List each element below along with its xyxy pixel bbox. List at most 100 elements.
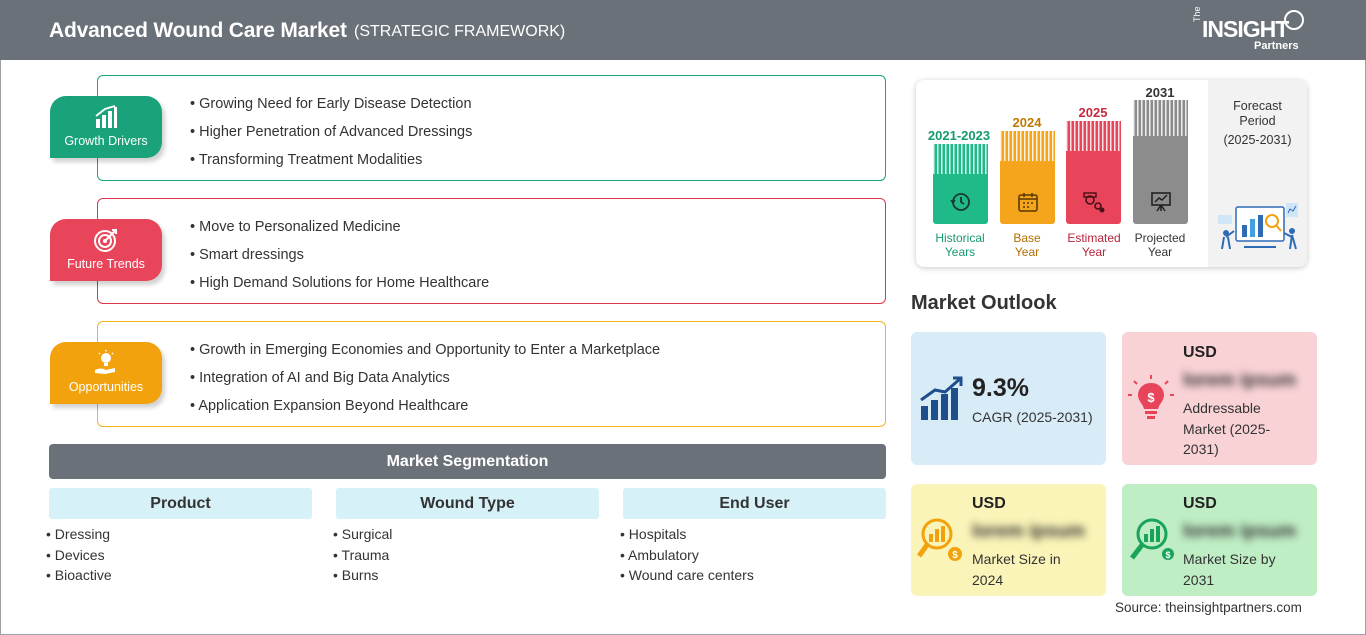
bar-historical <box>933 144 988 224</box>
list-item: Surgical <box>333 525 393 546</box>
year-estimated: 2025 <box>1078 105 1108 120</box>
opportunities-panel: Growth in Emerging Economies and Opportu… <box>97 321 886 427</box>
seg-head-product: Product <box>49 488 312 519</box>
forecast-label: Forecast Period <box>1208 99 1307 129</box>
market-outlook-title: Market Outlook <box>911 292 1057 314</box>
list-item: Higher Penetration of Advanced Dressings <box>190 123 472 151</box>
caption-line: Estimated <box>1067 231 1121 245</box>
analytics-illustration-icon <box>1218 203 1298 250</box>
caption-projected: Projected Year <box>1120 231 1200 259</box>
list-item: Application Expansion Beyond Healthcare <box>190 397 660 425</box>
caption-line: Historical <box>935 231 985 245</box>
svg-text:$: $ <box>1165 550 1170 560</box>
seg-head-end-user: End User <box>623 488 886 519</box>
addressable-market-card: USD lorem ipsum $ Addressable Market (20… <box>1122 332 1317 465</box>
cagr-card: 9.3% CAGR (2025-2031) <box>911 332 1106 465</box>
bar-growth-icon <box>95 105 117 128</box>
caption-line: Base <box>1013 231 1041 245</box>
forecast-label-text: Forecast Period <box>1233 99 1282 128</box>
size2031-label: Market Size by 2031 <box>1183 551 1276 588</box>
timeline-card: 2021-2023 Historical Years 2024 Base Yea… <box>916 80 1307 267</box>
list-item: Hospitals <box>620 525 754 546</box>
market-segmentation-bar: Market Segmentation <box>49 444 886 479</box>
bar-stripes <box>1066 121 1121 151</box>
cagr-value: 9.3% <box>972 374 1029 402</box>
bar-base <box>1000 131 1055 224</box>
list-item: Trauma <box>333 546 392 567</box>
growth-drivers-badge: Growth Drivers <box>50 96 162 158</box>
logo-the: The <box>1192 6 1202 22</box>
growth-chart-icon <box>920 376 963 420</box>
caption-base: Base Year <box>987 231 1067 259</box>
addressable-usd: USD <box>1183 344 1217 361</box>
source-text: Source: theinsightpartners.com <box>1115 600 1302 615</box>
presentation-icon <box>1151 192 1171 212</box>
list-item: Devices <box>46 546 112 567</box>
market-size-2031-card: USD lorem ipsum $ Market Size by 2031 <box>1122 484 1317 596</box>
logo-ring-icon <box>1284 10 1304 30</box>
size2031-value: lorem ipsum <box>1183 521 1296 542</box>
addressable-value: lorem ipsum <box>1183 370 1296 391</box>
page-title: Advanced Wound Care Market <box>49 19 347 42</box>
list-item: Growing Need for Early Disease Detection <box>190 95 472 123</box>
forecast-range: (2025-2031) <box>1223 133 1292 147</box>
idea-hand-icon <box>95 350 115 374</box>
size2024-value: lorem ipsum <box>972 521 1085 542</box>
list-item: Dressing <box>46 525 112 546</box>
year-base: 2024 <box>1012 115 1042 130</box>
list-item: Transforming Treatment Modalities <box>190 151 472 179</box>
list-item: Ambulatory <box>620 546 754 567</box>
seg-list-end-user: Hospitals Ambulatory Wound care centers <box>620 525 754 587</box>
list-item: High Demand Solutions for Home Healthcar… <box>190 274 489 302</box>
future-trends-badge: Future Trends <box>50 219 162 281</box>
size2031-usd: USD <box>1183 495 1217 512</box>
list-item: Integration of AI and Big Data Analytics <box>190 369 660 397</box>
magnifier-chart-icon: $ <box>917 518 962 561</box>
gears-icon <box>1083 192 1105 213</box>
list-item: Smart dressings <box>190 246 489 274</box>
caption-estimated: Estimated Year <box>1054 231 1134 259</box>
seg-head-wound-type: Wound Type <box>336 488 599 519</box>
opportunities-label: Opportunities <box>68 380 144 394</box>
lightbulb-dollar-icon: $ <box>1128 375 1174 419</box>
market-size-2024-card: USD lorem ipsum $ Market Size in 2024 <box>911 484 1106 596</box>
size2024-label: Market Size in 2024 <box>972 551 1061 588</box>
header-bar: Advanced Wound Care Market (STRATEGIC FR… <box>0 0 1366 60</box>
seg-list-wound-type: Surgical Trauma Burns <box>333 525 393 587</box>
bar-estimated <box>1066 121 1121 224</box>
svg-text:$: $ <box>952 550 958 561</box>
future-trends-label: Future Trends <box>67 257 145 271</box>
year-projected: 2031 <box>1145 85 1175 100</box>
opportunities-badge: Opportunities <box>50 342 162 404</box>
bar-stripes <box>933 144 988 174</box>
size2024-usd: USD <box>972 495 1006 512</box>
caption-line: Year <box>1147 245 1173 259</box>
caption-line: Year <box>1014 245 1040 259</box>
future-trends-panel: Move to Personalized Medicine Smart dres… <box>97 198 886 304</box>
addressable-label: Addressable Market (2025-2031) <box>1183 400 1271 457</box>
insight-partners-logo: The INSIGHT Partners <box>1190 6 1310 54</box>
year-historical: 2021-2023 <box>927 128 991 143</box>
target-icon <box>94 229 117 252</box>
bar-projected <box>1133 100 1188 224</box>
growth-drivers-label: Growth Drivers <box>64 134 148 148</box>
logo-partners: Partners <box>1254 40 1299 52</box>
list-item: Growth in Emerging Economies and Opportu… <box>190 341 660 369</box>
caption-line: Years <box>944 245 976 259</box>
list-item: Burns <box>333 566 392 587</box>
history-icon <box>950 193 970 211</box>
logo-insight: INSIGHT <box>1202 16 1289 42</box>
page-subtitle: (STRATEGIC FRAMEWORK) <box>354 23 566 40</box>
growth-drivers-panel: Growing Need for Early Disease Detection… <box>97 75 886 181</box>
caption-line: Projected <box>1134 231 1186 245</box>
svg-text:$: $ <box>1147 390 1155 405</box>
list-item: Bioactive <box>46 566 112 587</box>
list-item: Move to Personalized Medicine <box>190 218 489 246</box>
list-item: Wound care centers <box>620 566 754 587</box>
calendar-icon <box>1018 193 1038 212</box>
bar-stripes <box>1133 100 1188 136</box>
cagr-label: CAGR (2025-2031) <box>972 409 1093 425</box>
bar-stripes <box>1000 131 1055 161</box>
caption-line: Year <box>1081 245 1107 259</box>
seg-list-product: Dressing Devices Bioactive <box>46 525 112 587</box>
